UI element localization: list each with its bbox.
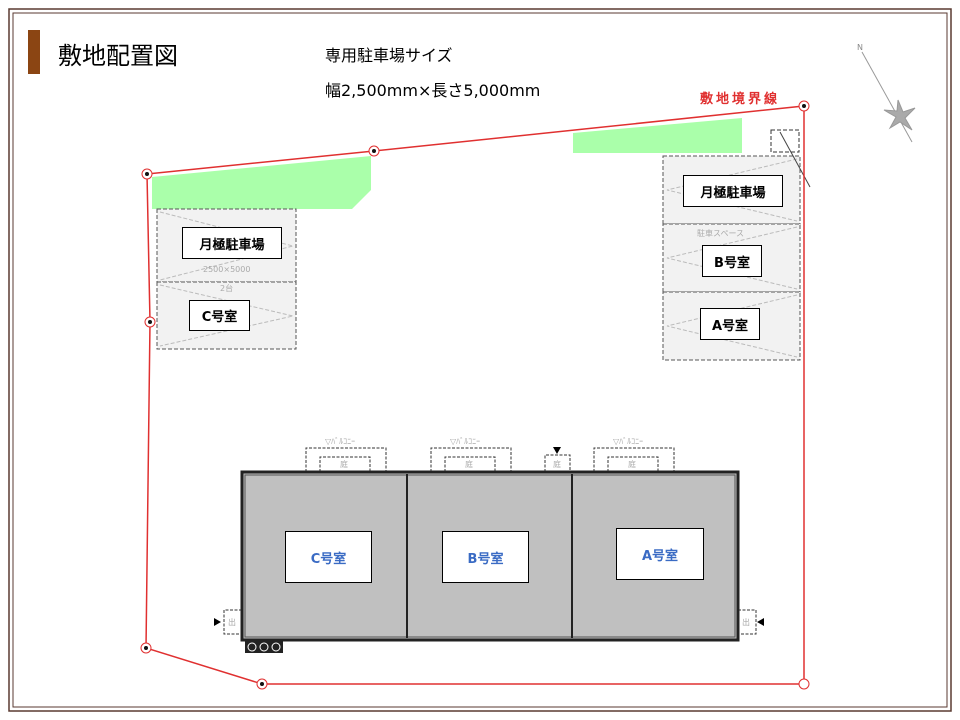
unit-a-label: A号室: [616, 528, 704, 580]
entrance-arrow-right: [757, 618, 764, 626]
parking-size-note: 2500×5000: [203, 265, 251, 274]
balcony-label: ▽ﾊﾞﾙｺﾆｰ: [613, 437, 644, 446]
entrance-label: 出: [742, 618, 750, 627]
parking-space-note: 駐車スペース: [697, 229, 745, 238]
building-inner-wall: [244, 474, 736, 638]
garden-label: 庭: [340, 460, 348, 469]
entrance-arrow-top: [553, 447, 561, 454]
left-parking-room-c: C号室: [189, 300, 250, 331]
equipment-circle: [259, 642, 269, 652]
guide-line: [779, 131, 811, 188]
left-monthly-parking-label: 月極駐車場: [182, 227, 282, 259]
garden-label: 庭: [465, 460, 473, 469]
parking-count-note: 2台: [220, 284, 234, 293]
entrance-arrow-left: [214, 618, 221, 626]
right-monthly-parking-label: 月極駐車場: [683, 175, 783, 207]
unit-b-label: B号室: [442, 531, 529, 583]
page-title: 敷地配置図: [58, 42, 178, 70]
garden-label: 庭: [628, 460, 636, 469]
unit-c-label: C号室: [285, 531, 372, 583]
boundary-markers: [140, 100, 810, 690]
parking-size-heading: 専用駐車場サイズ: [325, 46, 453, 65]
right-parking-room-b: B号室: [702, 245, 762, 277]
right-parking-room-a: A号室: [700, 308, 760, 340]
inner-frame: [12, 12, 948, 708]
site-boundary: [145, 105, 805, 685]
green-area-right: [573, 118, 742, 153]
equipment-circle: [271, 642, 281, 652]
outer-frame: [8, 8, 952, 712]
equipment-circle: [247, 642, 257, 652]
entrance-label: 出: [228, 618, 236, 627]
green-area-left: [152, 156, 371, 209]
compass-icon: [861, 51, 916, 143]
title-bar: [28, 30, 40, 74]
balcony-label: ▽ﾊﾞﾙｺﾆｰ: [325, 437, 356, 446]
balconies: [223, 447, 757, 635]
parking-size-value: 幅2,500mm×長さ5,000mm: [325, 81, 541, 100]
boundary-label: 敷地境界線: [700, 92, 781, 107]
compass-north-label: N: [857, 43, 863, 52]
meter-box: [770, 129, 800, 153]
balcony-label: ▽ﾊﾞﾙｺﾆｰ: [450, 437, 481, 446]
garden-label: 庭: [553, 460, 561, 469]
